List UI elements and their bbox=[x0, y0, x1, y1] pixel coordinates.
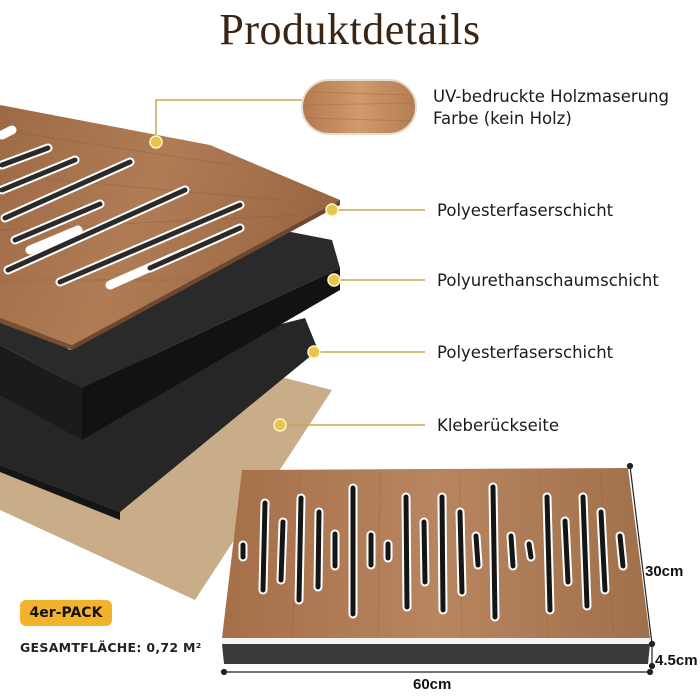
page-title: Produktdetails bbox=[219, 5, 481, 54]
dot-polyester-upper bbox=[325, 203, 339, 217]
layer-label-polyester-upper: Polyesterfaserschicht bbox=[437, 201, 614, 220]
panel-slots bbox=[238, 482, 628, 622]
panel-slots-top bbox=[0, 125, 245, 290]
dot-foam bbox=[327, 273, 341, 287]
dimension-height: 30cm bbox=[645, 563, 684, 580]
layer-label-adhesive: Kleberückseite bbox=[437, 416, 560, 435]
panel-foam-edge bbox=[222, 644, 650, 664]
layer-label-polyester-lower: Polyesterfaserschicht bbox=[437, 343, 614, 362]
layer-label-wood: UV-bedruckte Holzmaserung Farbe (kein Ho… bbox=[433, 87, 670, 128]
polyester-layer-lower bbox=[0, 318, 318, 512]
dimension-width: 60cm bbox=[413, 676, 452, 693]
dot-polyester-lower bbox=[307, 345, 321, 359]
dimension-lines bbox=[220, 462, 656, 676]
connector-lines bbox=[155, 99, 425, 426]
foam-layer-side bbox=[0, 345, 82, 440]
dot-adhesive bbox=[273, 418, 287, 432]
connector-dots bbox=[149, 135, 341, 432]
layer-label-foam: Polyurethanschaumschicht bbox=[437, 271, 659, 290]
pack-badge: 4er-PACK bbox=[20, 600, 112, 626]
wood-panel-top bbox=[0, 105, 340, 345]
wood-swatch bbox=[301, 79, 417, 135]
dot-wood bbox=[149, 135, 163, 149]
total-area: GESAMTFLÄCHE: 0,72 M² bbox=[20, 640, 202, 655]
dimension-depth: 4.5cm bbox=[655, 652, 698, 669]
